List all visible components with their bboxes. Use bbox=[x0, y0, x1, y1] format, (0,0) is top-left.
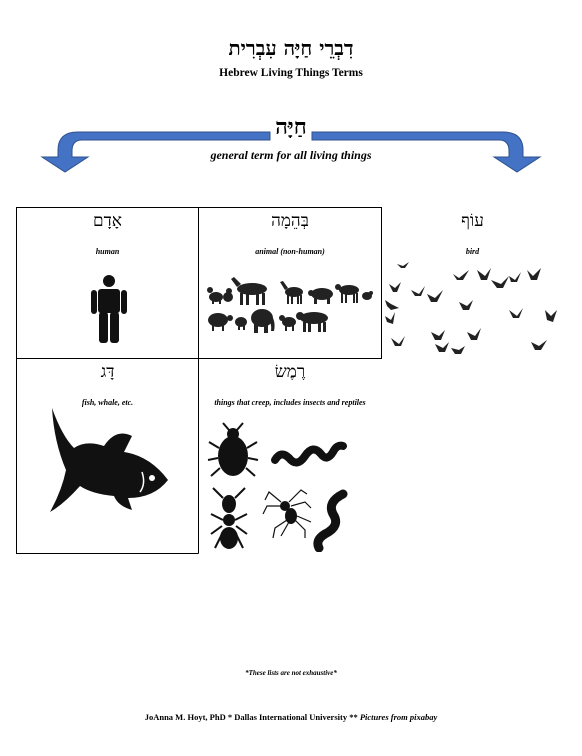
disclaimer-note: *These lists are not exhaustive* bbox=[245, 669, 337, 677]
cell-bird-english: bird bbox=[465, 247, 480, 256]
cell-bird: עוֹף bird bbox=[381, 207, 564, 358]
human-figure-icon bbox=[91, 275, 127, 343]
cell-creeping-hebrew: רֶמֶשׂ bbox=[274, 362, 306, 382]
author-credit: JoAnna M. Hoyt, PhD * Dallas Internation… bbox=[144, 712, 360, 722]
split-arrows bbox=[40, 131, 542, 173]
fish-icon bbox=[50, 408, 168, 512]
grid-lines bbox=[16, 207, 382, 554]
page-title-english: Hebrew Living Things Terms bbox=[219, 67, 363, 79]
cell-human: אָדָם human bbox=[16, 207, 199, 358]
left-curved-arrow-icon bbox=[40, 131, 271, 173]
cell-creeping-english: things that creep, includes insects and … bbox=[214, 398, 366, 407]
cell-animal-english: animal (non-human) bbox=[255, 247, 325, 256]
cell-fish-english: fish, whale, etc. bbox=[81, 398, 134, 407]
footer-credit: JoAnna M. Hoyt, PhD * Dallas Internation… bbox=[0, 712, 582, 722]
pictures-credit: Pictures from pixabay bbox=[359, 712, 438, 722]
right-curved-arrow-icon bbox=[311, 131, 542, 173]
general-term-hebrew: חַיָּה bbox=[275, 114, 307, 140]
cell-bird-hebrew: עוֹף bbox=[461, 211, 484, 231]
cell-creeping: רֶמֶשׂ things that creep, includes insec… bbox=[199, 358, 381, 554]
birds-flock-icon bbox=[385, 262, 557, 354]
cell-fish: דָּג fish, whale, etc. bbox=[16, 358, 199, 554]
animals-silhouettes-icon bbox=[207, 277, 373, 333]
creeping-things-icon bbox=[207, 422, 348, 552]
page-title-hebrew: דִבְרֵי חַיָּה עִבְרִית bbox=[228, 36, 354, 60]
cell-human-hebrew: אָדָם bbox=[93, 211, 122, 231]
cell-animal-hebrew: בְּהֵמָה bbox=[271, 211, 309, 231]
cell-fish-hebrew: דָּג bbox=[100, 362, 115, 382]
general-term-english: general term for all living things bbox=[210, 148, 372, 162]
cell-human-english: human bbox=[95, 247, 120, 256]
cell-animal: בְּהֵמָה animal (non-human) bbox=[199, 207, 381, 358]
